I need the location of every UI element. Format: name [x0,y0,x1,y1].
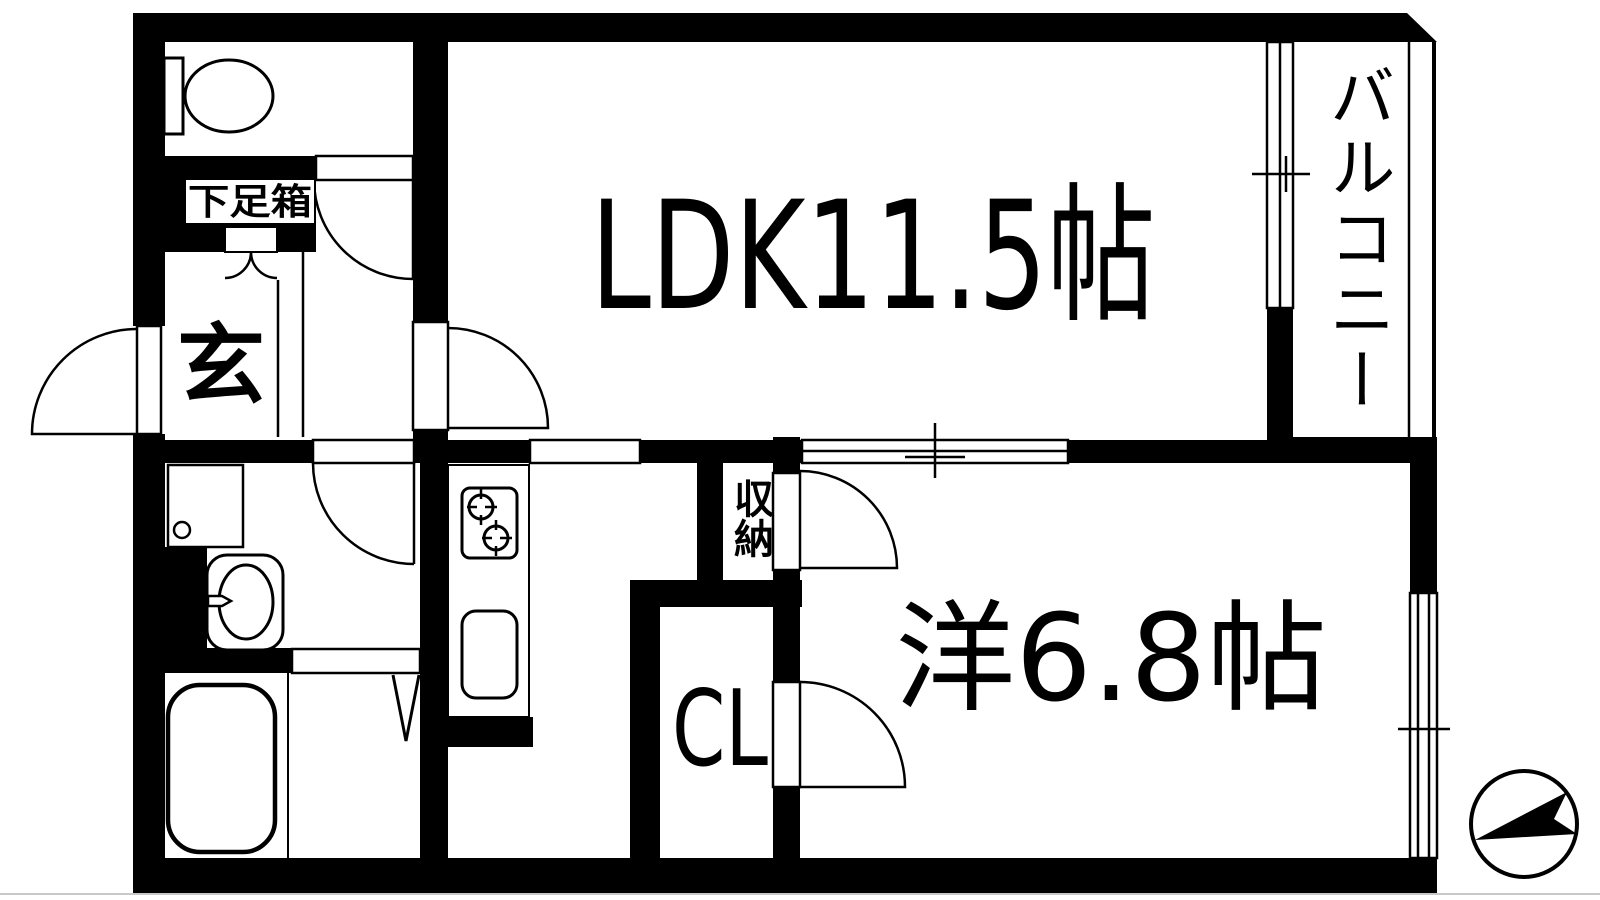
wall-balcony-bottom [1293,437,1437,463]
wall-washroom-bath [165,648,292,673]
wall-middle-west [158,440,313,463]
wall-washroom-kitchen [420,463,448,858]
wall-middle-kitchen-left [414,440,530,463]
shoe-cabinet-door-right [249,251,278,280]
wall-ldk-balcony-solid [1267,308,1293,463]
genkan-label: 玄 [177,314,265,417]
door-openings [135,154,802,789]
bath-door-opening [290,647,422,675]
closet-label: CL [672,668,768,790]
toilet-tank [162,56,185,136]
shoe-cabinet [224,226,278,253]
bedroom-door-opening [771,471,802,572]
outer-wall-top [133,13,1437,42]
bathtub [165,682,278,855]
room-labels: LDK11.5帖 洋6.8帖 バルコニー 玄 下足箱 収納 CL [177,62,1396,790]
kitchen-sink [460,609,519,700]
entrance-door-swing [30,327,138,436]
ldk-label: LDK11.5帖 [591,170,1156,344]
entrance-door-leaf [135,324,163,436]
outer-wall-bottom [133,858,1437,893]
kitchen-passage-opening [528,438,642,465]
bedroom-label: 洋6.8帖 [895,590,1327,729]
windows [800,40,1450,860]
wall-hall-ldk-upper [413,42,448,322]
walls [133,13,1437,893]
toilet-door-swing [312,179,415,281]
compass-needle [1475,792,1577,840]
gas-stove [460,486,519,560]
toilet-door-opening [314,154,415,182]
stove-burner-2-ticks [482,520,512,556]
closet-door-opening [771,680,802,789]
bath-folding-door [391,674,421,742]
north-arrow-compass [1469,769,1579,879]
washbasin-tap [206,594,234,608]
wall-ldk-bedroom-east [1068,440,1267,463]
closet-door-swing [799,680,907,789]
ldk-door-swing [447,326,550,430]
ldk-door-opening [411,320,450,432]
balcony-label: バルコニー [1319,62,1396,417]
storage-label: 収納 [727,478,774,558]
wall-storage-left [697,463,723,580]
wall-under-counter [448,717,533,747]
wall-middle-kitchen-right [640,440,802,463]
bedroom-door-swing [799,469,899,570]
outer-wall-left-lower [133,434,165,893]
shoe-box-label-bg [186,180,314,223]
outer-wall-right-bedroom-top [1410,463,1437,593]
stove-burner-1-ticks [467,489,497,525]
sliding-window-bedroom-right [1408,591,1439,860]
wall-bedroom-door-mid [773,570,800,682]
washing-machine-drain [172,520,192,540]
wall-bedroom-door-bottom [773,787,800,858]
wall-kitchen-closet [630,580,660,858]
shoe-box-label: 下足箱 [188,182,312,223]
washroom-door-opening [311,438,416,465]
door-swings [30,179,907,789]
fixtures [162,56,530,858]
toilet-bowl [183,58,275,134]
wall-bedroom-door-top [773,437,800,473]
washroom-door-swing [311,462,416,566]
